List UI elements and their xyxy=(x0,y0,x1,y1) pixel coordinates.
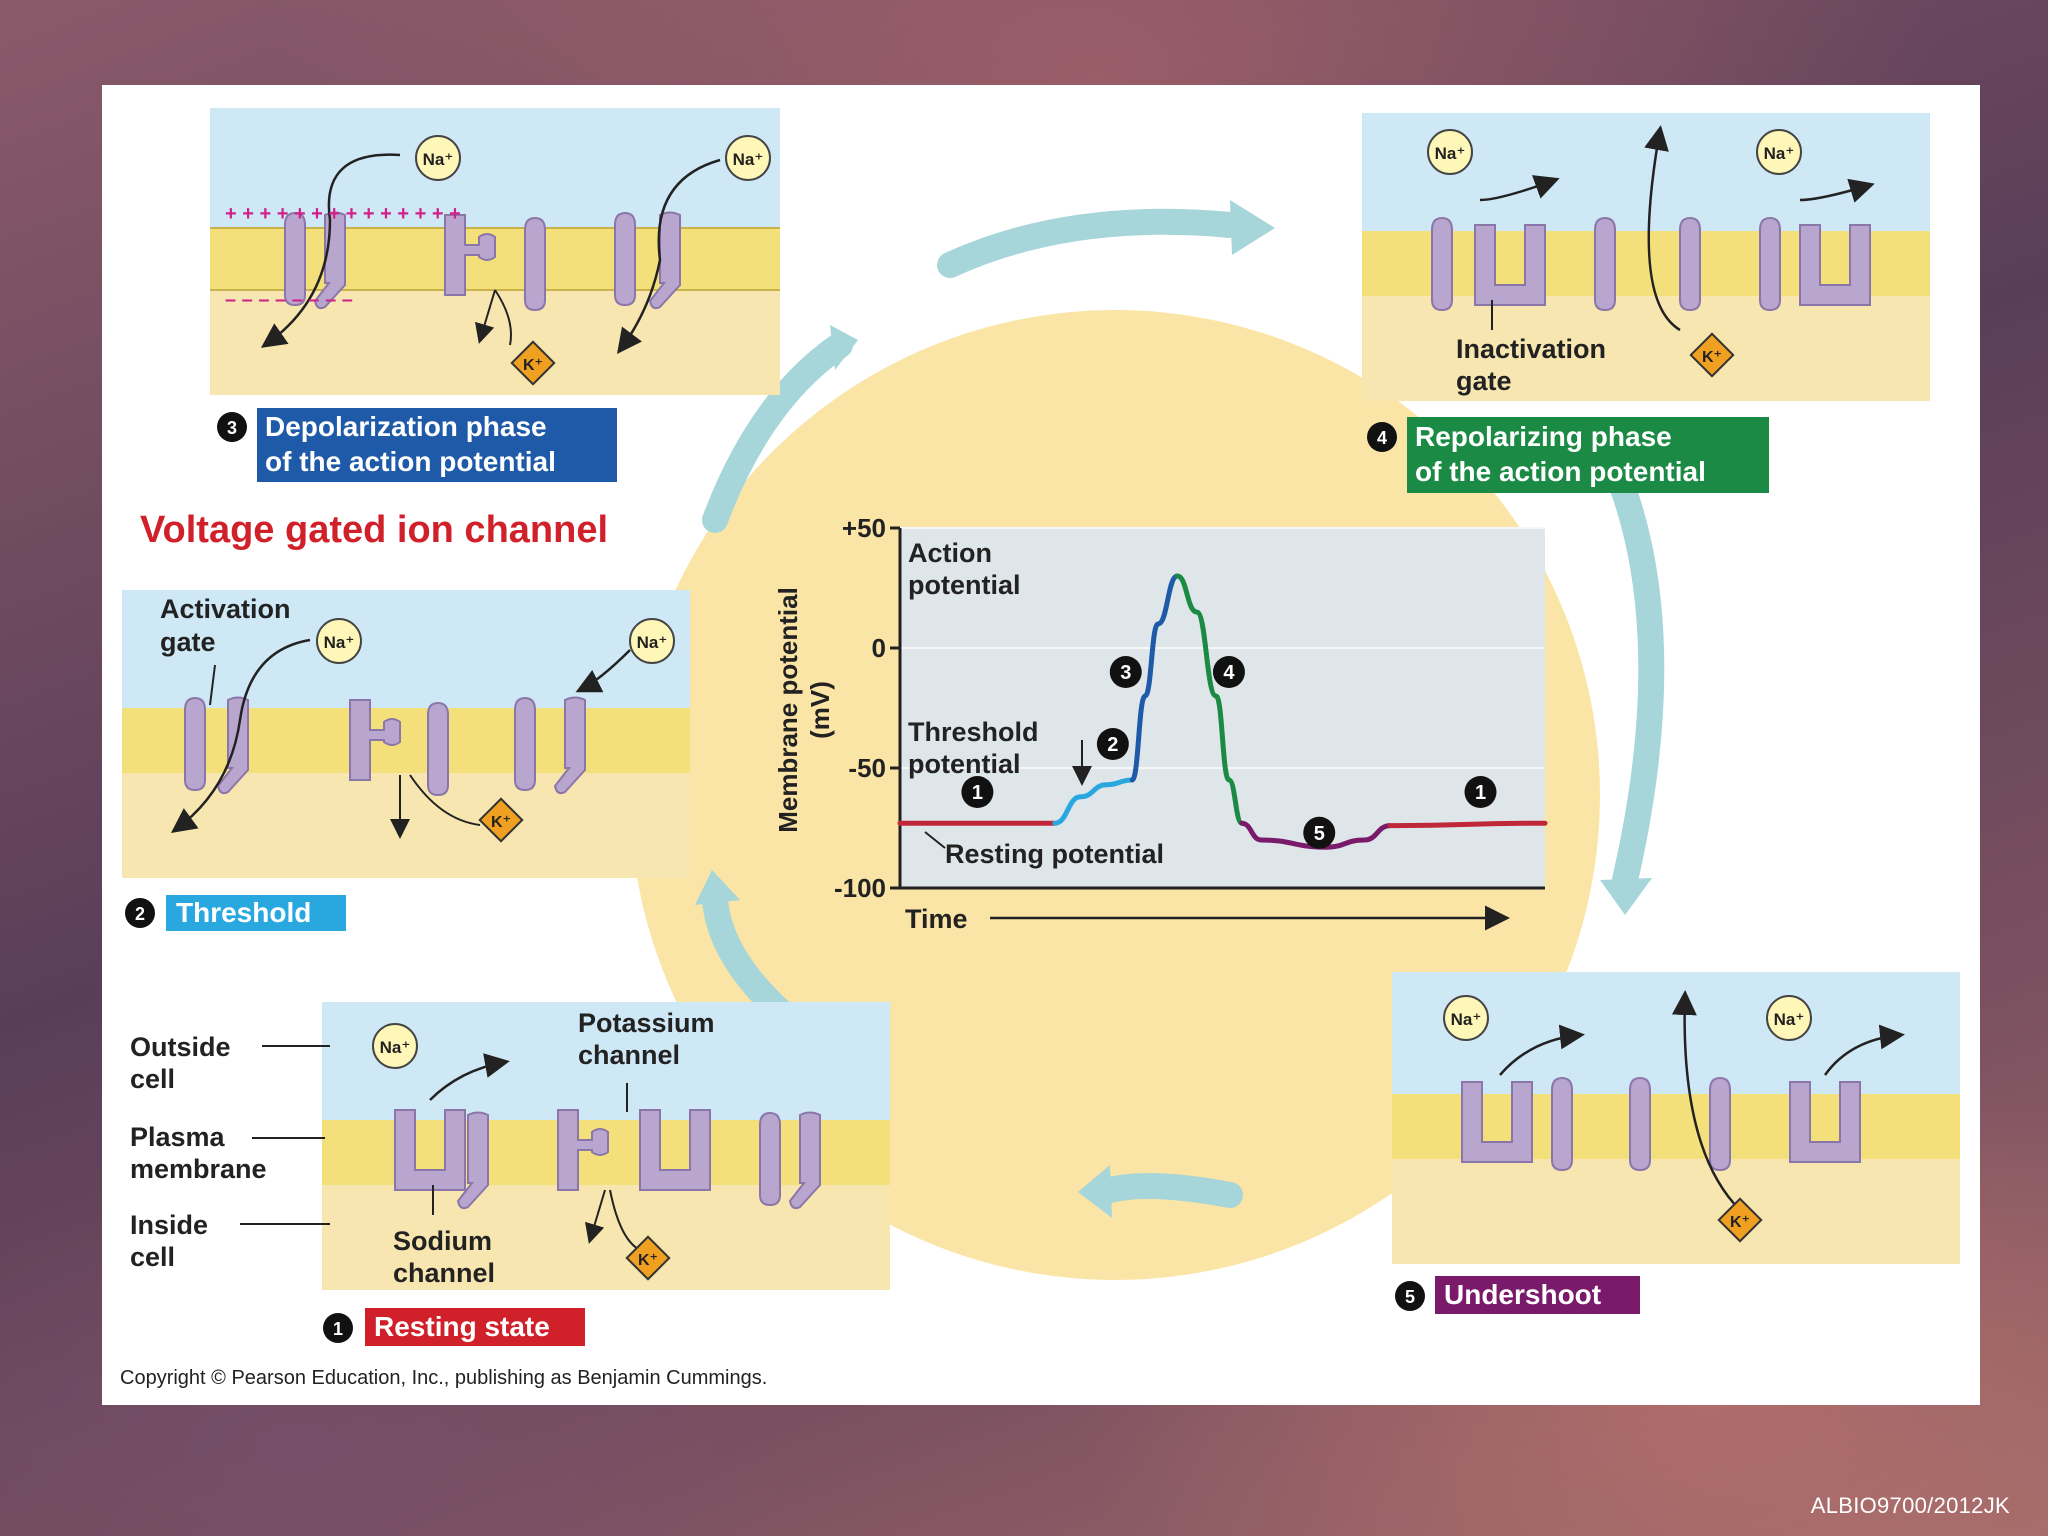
svg-text:channel: channel xyxy=(578,1040,680,1070)
svg-text:Depolarization phase: Depolarization phase xyxy=(265,411,547,442)
panel-undershoot: Na⁺ Na⁺ K⁺ xyxy=(1392,972,1960,1264)
svg-text:– – – – –: – – – – – – – – xyxy=(225,289,353,311)
inactivation-gate-label: Inactivation xyxy=(1456,334,1606,364)
panel-repolarizing: Na⁺ Na⁺ K⁺ Inactivation gate xyxy=(1362,113,1930,401)
svg-text:+ + + + + + + + + + +: + + + + + + + + + + + + + + xyxy=(225,203,461,225)
series-line xyxy=(1387,820,1548,829)
panel-resting: Na⁺ K⁺ xyxy=(322,1002,890,1290)
phase-marker xyxy=(1303,816,1336,849)
svg-text:K⁺: K⁺ xyxy=(638,1252,658,1269)
svg-text:Na⁺: Na⁺ xyxy=(1764,144,1795,163)
phase-marker-label: 4 xyxy=(1223,662,1235,684)
svg-text:Outside: Outside xyxy=(130,1032,231,1062)
svg-text:Repolarizing phase: Repolarizing phase xyxy=(1415,421,1672,452)
phase-marker-label: 1 xyxy=(1475,782,1486,804)
svg-text:Na⁺: Na⁺ xyxy=(637,633,668,652)
svg-text:Resting state: Resting state xyxy=(374,1311,550,1342)
svg-text:Na⁺: Na⁺ xyxy=(1435,144,1466,163)
series-line xyxy=(1052,777,1135,826)
phase-marker-label: 5 xyxy=(1314,823,1325,845)
action-potential-label: Action xyxy=(908,538,992,568)
page-title: Voltage gated ion channel xyxy=(140,509,608,551)
svg-text:Na⁺: Na⁺ xyxy=(1451,1010,1482,1029)
action-potential-chart: +50 0 -50 -100 Membrane potential (mV) Time… xyxy=(773,513,1548,934)
svg-text:membrane: membrane xyxy=(130,1154,267,1184)
k-ion-label: K⁺ xyxy=(523,357,543,374)
svg-text:Threshold: Threshold xyxy=(176,897,311,928)
svg-text:Inside: Inside xyxy=(130,1210,208,1240)
svg-text:Sodium: Sodium xyxy=(393,1226,492,1256)
footer-credit: ALBIO9700/2012JK xyxy=(1810,1493,2010,1518)
phase-marker-label: 3 xyxy=(1120,662,1131,684)
svg-text:5: 5 xyxy=(1405,1287,1415,1307)
y-tick-label: -100 xyxy=(834,873,886,903)
phase-marker xyxy=(1096,728,1129,760)
y-tick-label: -50 xyxy=(848,753,886,783)
resting-potential-label: Resting potential xyxy=(945,839,1164,869)
svg-text:3: 3 xyxy=(227,418,237,438)
phase-marker xyxy=(961,776,994,808)
resting-callouts: Outside cell Plasma membrane Inside cell… xyxy=(130,1008,715,1288)
svg-text:gate: gate xyxy=(1456,366,1512,396)
y-tick-label: 0 xyxy=(872,633,886,663)
x-axis-label: Time xyxy=(905,904,968,934)
cycle-arrowheads xyxy=(695,200,1652,1218)
svg-text:2: 2 xyxy=(135,904,145,924)
svg-text:Plasma: Plasma xyxy=(130,1122,226,1152)
copyright-text: Copyright © Pearson Education, Inc., pub… xyxy=(120,1367,767,1389)
series-line xyxy=(1129,573,1180,783)
svg-text:of the action potential: of the action potential xyxy=(1415,456,1706,487)
svg-text:cell: cell xyxy=(130,1242,175,1272)
phase-marker xyxy=(1109,656,1142,688)
na-ion-label: Na⁺ xyxy=(423,150,454,169)
svg-text:K⁺: K⁺ xyxy=(1730,1214,1750,1231)
phase-5-label: 5 Undershoot xyxy=(1395,1276,1640,1314)
na-ion xyxy=(415,135,461,181)
threshold-potential-label-2: potential xyxy=(908,749,1021,779)
panel-threshold: Na⁺ Na⁺ K⁺ Activation gate xyxy=(122,590,690,878)
phase-2-label: 2 Threshold xyxy=(125,895,346,931)
svg-text:Na⁺: Na⁺ xyxy=(1774,1010,1805,1029)
svg-text:Potassium: Potassium xyxy=(578,1008,715,1038)
svg-text:K⁺: K⁺ xyxy=(1702,349,1722,366)
svg-text:Na⁺: Na⁺ xyxy=(324,633,355,652)
na-ion-label: Na⁺ xyxy=(733,150,764,169)
svg-text:gate: gate xyxy=(160,627,216,657)
threshold-potential-label: Threshold xyxy=(908,717,1039,747)
svg-text:Undershoot: Undershoot xyxy=(1444,1279,1601,1310)
na-ion xyxy=(725,135,771,181)
phase-marker xyxy=(1212,656,1245,688)
series-line xyxy=(1174,573,1245,826)
phase-4-label: 4 Repolarizing phase of the action poten… xyxy=(1367,417,1769,493)
svg-text:K⁺: K⁺ xyxy=(491,814,511,831)
y-axis-label: Membrane potential xyxy=(773,587,803,833)
svg-text:of the action potential: of the action potential xyxy=(265,446,556,477)
y-tick-label: +50 xyxy=(842,513,886,543)
phase-1-label: 1 Resting state xyxy=(323,1308,585,1346)
action-potential-label-2: potential xyxy=(908,570,1021,600)
phase-marker-label: 1 xyxy=(972,782,983,804)
plot-area xyxy=(900,528,1545,888)
phase-marker xyxy=(1464,776,1497,808)
svg-text:1: 1 xyxy=(333,1319,343,1339)
cycle-arrows xyxy=(702,208,1665,1208)
activation-gate-label: Activation xyxy=(160,594,291,624)
svg-text:cell: cell xyxy=(130,1064,175,1094)
svg-text:Na⁺: Na⁺ xyxy=(380,1038,411,1057)
phase-3-label: 3 Depolarization phase of the action pot… xyxy=(217,408,617,482)
y-axis-unit: (mV) xyxy=(805,681,835,739)
panel-depolarization: Na⁺ Na⁺ K⁺ + + + + + + + + + + + + + + –… xyxy=(210,108,780,395)
svg-text:4: 4 xyxy=(1377,428,1387,448)
k-ion xyxy=(510,340,556,386)
phase-marker-label: 2 xyxy=(1107,734,1118,756)
svg-text:channel: channel xyxy=(393,1258,495,1288)
